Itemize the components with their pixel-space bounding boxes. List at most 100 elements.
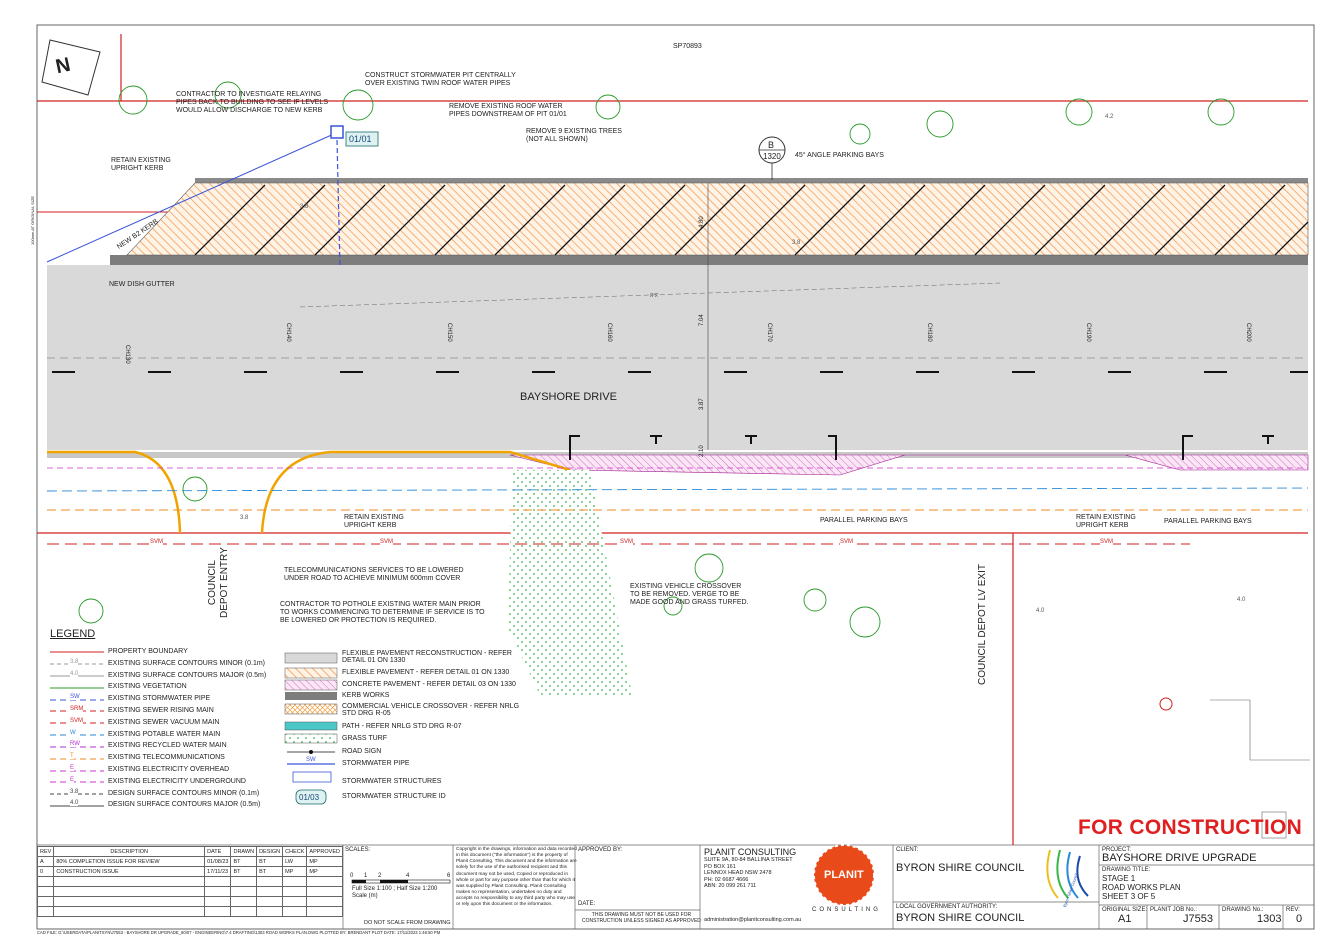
svm-label: SVM [150, 539, 164, 546]
note-remove-trees: REMOVE 9 EXISTING TREES(NOT ALL SHOWN) [526, 128, 622, 144]
legend-symbol: 3.8 [70, 658, 79, 665]
chainage-label: CH130 [124, 345, 130, 364]
legend-item: PATH - REFER NRLG STD DRG R-07 [342, 723, 462, 730]
firm-email[interactable]: administration@planitconsulting.com.au [704, 917, 802, 923]
legend-swatches [284, 652, 338, 805]
legend-item: STORMWATER PIPE [342, 760, 410, 767]
legend-item: EXISTING SURFACE CONTOURS MAJOR (0.5m) [108, 671, 267, 679]
existing-building-outline [1210, 699, 1310, 761]
existing-vegetation-icons [78, 81, 1235, 638]
legend-item: DESIGN SURFACE CONTOURS MAJOR (0.5m) [108, 801, 261, 809]
kerb-top [195, 178, 1308, 183]
planit-logo-text: PLANIT [824, 869, 864, 881]
rev-header: APPROVED [306, 846, 343, 857]
chainage-label: CH190 [1085, 323, 1091, 342]
road-carriageway [47, 265, 1308, 450]
contour-label: 4.0 [1237, 597, 1246, 603]
note-pothole: CONTRACTOR TO POTHOLE EXISTING WATER MAI… [280, 601, 485, 625]
legend-item: KERB WORKS [342, 692, 390, 699]
scale-tick: 1 [364, 873, 368, 879]
legend-symbol: 01/03 [299, 793, 320, 802]
svm-label: SVM [1100, 539, 1114, 546]
svm-label: SVM [840, 539, 854, 546]
legend-item: COMMERCIAL VEHICLE CROSSOVER - REFER NRL… [342, 703, 520, 717]
chainage-label: CH170 [766, 323, 772, 342]
legend-symbol: 4.0 [70, 670, 79, 677]
road-sign-markers [569, 435, 1274, 460]
job-number: J7553 [1183, 913, 1213, 925]
legend-symbol: 3.8 [70, 788, 79, 795]
contour-label: 3.8 [240, 515, 249, 521]
grass-turf-area [508, 470, 632, 695]
legend-item: CONCRETE PAVEMENT - REFER DETAIL 03 ON 1… [342, 681, 516, 688]
callout-letter: B [768, 140, 775, 150]
north-arrow-icon [41, 39, 101, 96]
legend-item: PROPERTY BOUNDARY [108, 648, 188, 655]
legend-item: DESIGN SURFACE CONTOURS MINOR (0.1m) [108, 789, 260, 797]
water-main [46, 487, 1309, 492]
side-scale-text: 100mm AT ORIGINAL SIZE [30, 195, 35, 245]
kerb-works [110, 255, 1308, 265]
drawing-sheet-id-box [345, 131, 379, 147]
design-contour [299, 282, 1001, 308]
angle-parking-pavement [126, 182, 1309, 256]
contour-label: 4.2 [1105, 114, 1114, 120]
for-construction-stamp: FOR CONSTRUCTION [1078, 816, 1303, 839]
stormwater-pipe-diag [46, 132, 337, 263]
scale-bar [351, 879, 451, 884]
legend-item: EXISTING SURFACE CONTOURS MINOR (0.1m) [108, 659, 265, 667]
title-block-grid [342, 845, 1314, 929]
contour-label: 4.0 [1036, 608, 1045, 614]
note-angle-parking: 45° ANGLE PARKING BAYS [795, 152, 884, 159]
council-logo-icon [1046, 849, 1089, 899]
scale-tick: 2 [378, 873, 382, 879]
contour-label: 3.8 [650, 290, 659, 297]
legend-symbol: E [70, 765, 75, 771]
lot-label: SP70893 [673, 43, 702, 50]
parallel-parking-concrete [509, 454, 1309, 476]
legend-symbol: SW [70, 694, 80, 701]
chainage-label: CH140 [285, 323, 291, 342]
stormwater-pit[interactable] [330, 125, 344, 139]
legend-symbol: SW [306, 757, 316, 763]
drawing-number: 1303 [1257, 913, 1282, 925]
original-size-label: ORIGINAL SIZE: [1102, 907, 1148, 913]
legend-item: EXISTING STORMWATER PIPE [108, 695, 211, 703]
legend-symbol: SVM [70, 717, 84, 724]
planit-logo-sub: CONSULTING [812, 907, 881, 913]
chainage-label: CH160 [606, 323, 612, 342]
legend-item: FLEXIBLE PAVEMENT RECONSTRUCTION - REFER… [342, 650, 512, 664]
callout-ref[interactable]: 1320 [763, 152, 781, 161]
approved-by-label: APPROVED BY: [578, 847, 623, 853]
legend-item: STORMWATER STRUCTURE ID [342, 793, 446, 800]
dim-7-04: 7.04 [699, 314, 705, 326]
legend-item: GRASS TURF [342, 735, 387, 742]
note-parallel-2: PARALLEL PARKING BAYS [1164, 518, 1252, 525]
client-name: BYRON SHIRE COUNCIL [896, 862, 1025, 874]
rev-header: DRAWN [230, 846, 258, 857]
rev-header: CHECK [282, 846, 308, 857]
contour-label: 3.8 [792, 240, 801, 246]
scale-tick: 4 [406, 873, 410, 879]
legend-item: EXISTING SEWER RISING MAIN [108, 707, 214, 714]
contour-label: 3.8 [300, 204, 309, 210]
sheet-border [36, 24, 1315, 930]
project-name: BAYSHORE DRIVE UPGRADE [1102, 852, 1257, 864]
svm-label: SVM [380, 539, 394, 546]
lga-label: LOCAL GOVERNMENT AUTHORITY: [896, 904, 998, 910]
legend-title: LEGEND [50, 628, 96, 640]
pit-id-label[interactable]: 01/01 [349, 134, 372, 144]
legend-item: STORMWATER STRUCTURES [342, 778, 442, 785]
drawing-no-label: DRAWING No.: [1222, 907, 1264, 913]
rev-header: DESCRIPTION [53, 846, 206, 857]
kerb-return-right [260, 450, 571, 534]
chainage-label: CH180 [926, 323, 932, 342]
